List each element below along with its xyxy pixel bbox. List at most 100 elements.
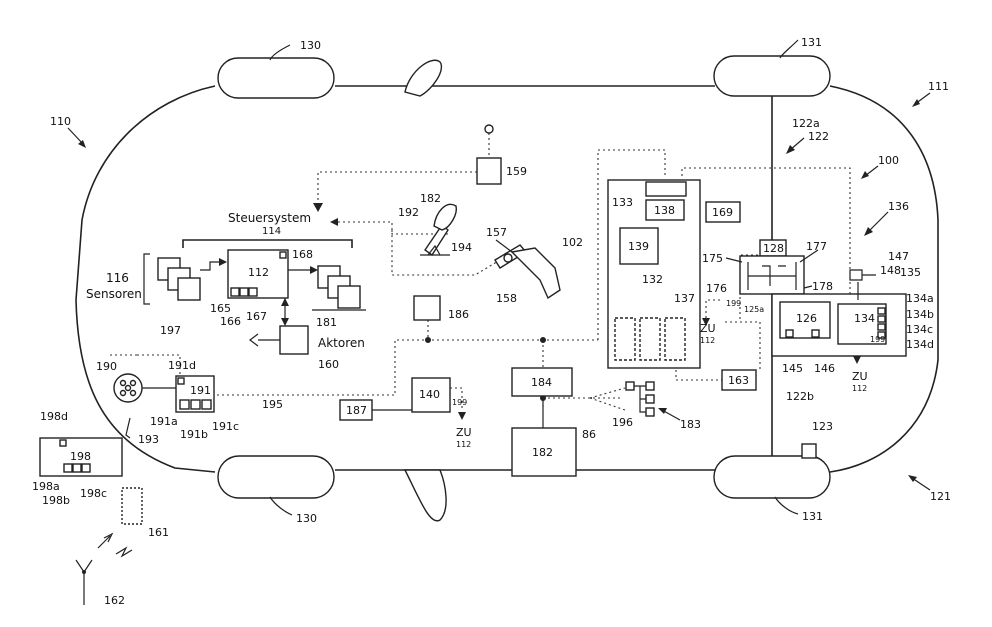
arrow-121: [908, 475, 930, 490]
steuersystem-bracket: [183, 240, 352, 248]
antenna-160: [250, 334, 280, 346]
arrow-122: [786, 138, 804, 154]
label-145: 145: [782, 362, 803, 375]
label-190: 190: [96, 360, 117, 373]
label-102: 102: [562, 236, 583, 249]
label-122a: 122a: [792, 117, 820, 130]
label-126: 126: [796, 312, 817, 325]
battery-cells-137: [615, 318, 685, 360]
label-199-c: 199: [870, 335, 885, 344]
label-186: 186: [448, 308, 469, 321]
arrow-110: [68, 128, 86, 148]
label-114: 114: [262, 226, 281, 237]
label-184: 184: [531, 376, 552, 389]
label-123: 123: [812, 420, 833, 433]
label-121: 121: [930, 490, 951, 503]
label-sensoren: Sensoren: [86, 287, 142, 301]
label-130-bot: 130: [296, 512, 317, 525]
label-138: 138: [654, 204, 675, 217]
box-186: [414, 296, 440, 320]
label-193: 193: [138, 433, 159, 446]
mirror-top: [405, 60, 441, 96]
port-191a: [180, 400, 189, 409]
port-191b: [191, 400, 200, 409]
charge-cable-193: [126, 418, 130, 438]
box-159: [477, 158, 501, 184]
label-167: 167: [246, 310, 267, 323]
label-191: 191: [190, 384, 211, 397]
label-steuersystem: Steuersystem: [228, 211, 311, 225]
ecu-port-165: [231, 288, 239, 296]
label-199-b: 199: [726, 299, 741, 308]
junction-dot: [540, 337, 546, 343]
label-aktoren: Aktoren: [318, 336, 365, 350]
arrow-160-up: [281, 298, 289, 306]
label-198d: 198d: [40, 410, 68, 423]
ecu-port-166: [240, 288, 248, 296]
label-157: 157: [486, 226, 507, 239]
label-134b: 134b: [906, 308, 934, 321]
label-175: 175: [702, 252, 723, 265]
arrow-actuator: [310, 266, 318, 274]
label-160: 160: [318, 358, 339, 371]
label-zu-3: ZU: [852, 370, 868, 383]
label-147: 147: [888, 250, 909, 263]
vehicle-body-outline: [76, 86, 938, 472]
label-163: 163: [728, 374, 749, 387]
charge-port-190: [114, 374, 142, 402]
label-166: 166: [220, 315, 241, 328]
label-199-a: 199: [452, 398, 467, 407]
label-191a: 191a: [150, 415, 178, 428]
label-136: 136: [888, 200, 909, 213]
sensor-159-knob: [485, 125, 493, 133]
label-178: 178: [812, 280, 833, 293]
label-198: 198: [70, 450, 91, 463]
sensoren-brace: [144, 254, 150, 304]
label-177: 177: [806, 240, 827, 253]
label-130-top: 130: [300, 39, 321, 52]
switch-box: [740, 256, 804, 294]
arrow-zu-3: [853, 356, 861, 364]
label-165: 165: [210, 302, 231, 315]
label-137: 137: [674, 292, 695, 305]
label-110: 110: [50, 115, 71, 128]
label-132: 132: [642, 273, 663, 286]
label-zu-1-num: 112: [456, 440, 471, 449]
arrow-160-down: [281, 318, 289, 326]
label-168: 168: [292, 248, 313, 261]
arrow-100: [861, 166, 878, 179]
label-191d: 191d: [168, 359, 196, 372]
box-160: [280, 326, 308, 354]
port-191d: [178, 378, 184, 384]
label-zu-2-num: 112: [700, 336, 715, 345]
box-123: [802, 444, 816, 458]
box-133: [646, 182, 686, 196]
leader-130-bot: [270, 497, 292, 515]
label-148: 148: [880, 264, 901, 277]
label-161: 161: [148, 526, 169, 539]
arrow-to-steuersystem: [313, 203, 323, 212]
label-146: 146: [814, 362, 835, 375]
wheel-front-right: [714, 56, 830, 96]
label-134a: 134a: [906, 292, 934, 305]
label-134d: 134d: [906, 338, 934, 351]
ecu-port-168: [280, 252, 286, 258]
label-116: 116: [106, 271, 129, 285]
arrow-pedal-signal: [330, 218, 338, 226]
label-111: 111: [928, 80, 949, 93]
label-134: 134: [854, 312, 875, 325]
arrow-183: [658, 408, 680, 420]
label-182: 182: [532, 446, 553, 459]
label-198c: 198c: [80, 487, 107, 500]
label-140: 140: [419, 388, 440, 401]
label-162: 162: [104, 594, 125, 607]
label-169: 169: [712, 206, 733, 219]
label-194: 194: [451, 241, 472, 254]
leader-131-bot: [775, 497, 798, 514]
label-zu-1: ZU: [456, 426, 472, 439]
label-198b: 198b: [42, 494, 70, 507]
actuator-stack: [318, 266, 360, 308]
wheel-front-left: [218, 58, 334, 98]
mirror-bottom: [405, 470, 446, 521]
